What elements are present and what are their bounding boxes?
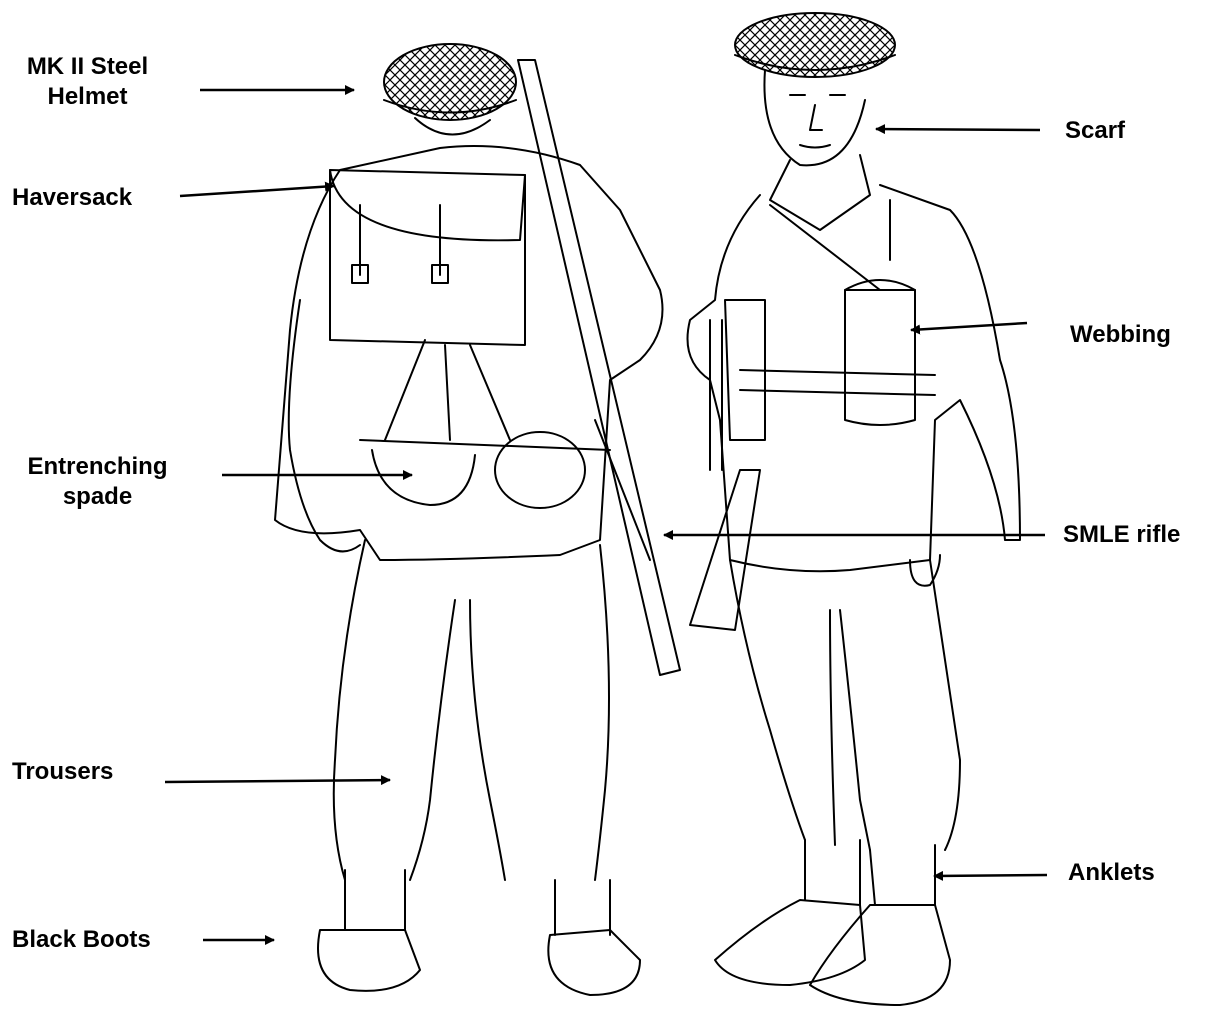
label-webbing: Webbing (1070, 320, 1171, 350)
arrow-anklets (934, 875, 1047, 876)
face (764, 70, 865, 165)
label-spade-line2: spade (10, 482, 185, 512)
label-scarf: Scarf (1065, 116, 1125, 146)
soldier-back-view (275, 44, 680, 995)
label-haversack: Haversack (12, 183, 132, 213)
rifle-front (690, 320, 760, 630)
arrow-webbing (911, 323, 1027, 330)
label-helmet: MK II Steel Helmet (10, 52, 165, 112)
label-anklets: Anklets (1068, 858, 1155, 888)
haversack-pack (330, 170, 525, 345)
label-entrenching-spade: Entrenching spade (10, 452, 185, 512)
label-spade-line1: Entrenching (10, 452, 185, 482)
helmet-back (384, 44, 516, 120)
helmet-front (735, 13, 895, 77)
arrow-haversack (180, 186, 334, 196)
label-helmet-line2: Helmet (10, 82, 165, 112)
callout-arrows (165, 90, 1047, 940)
label-helmet-line1: MK II Steel (10, 52, 165, 82)
rifle-back (518, 60, 680, 675)
label-smle-rifle: SMLE rifle (1063, 520, 1180, 550)
label-trousers: Trousers (12, 757, 113, 787)
label-black-boots: Black Boots (12, 925, 151, 955)
arrow-trousers (165, 780, 390, 782)
webbing-pouches (725, 280, 935, 440)
arrow-scarf (876, 129, 1040, 130)
entrenching-spade-tool (360, 432, 610, 508)
soldier-front-view (688, 13, 1021, 1005)
